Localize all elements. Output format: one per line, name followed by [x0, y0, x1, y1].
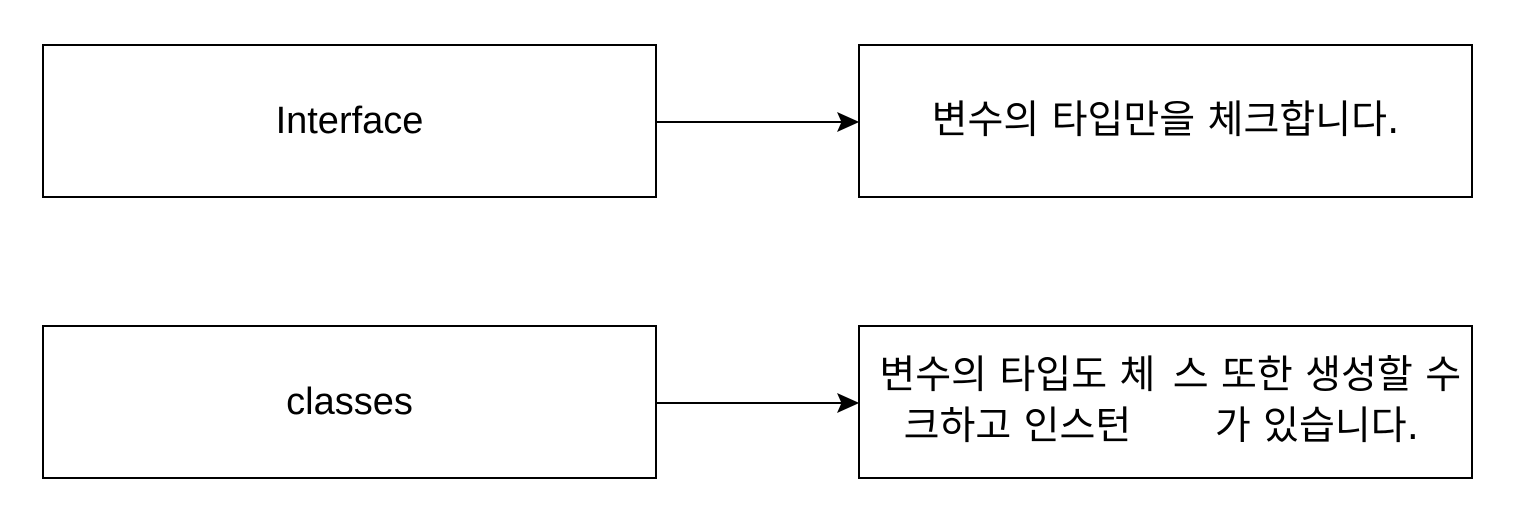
interface-box: Interface: [42, 44, 657, 198]
classes-description-line-2: 스 또한 생성할 수가 있습니다.: [1172, 353, 1462, 449]
arrowhead-icon: [837, 393, 860, 413]
classes-description-box: 변수의 타입도 체크하고 인스턴 스 또한 생성할 수가 있습니다.: [858, 325, 1473, 479]
interface-description-box: 변수의 타입만을 체크합니다.: [858, 44, 1473, 198]
arrowhead-icon: [837, 112, 860, 132]
arrow-classes-to-description: [657, 393, 860, 413]
classes-description-line-1: 변수의 타입도 체크하고 인스턴: [879, 353, 1156, 449]
arrow-interface-to-description: [657, 112, 860, 132]
classes-box: classes: [42, 325, 657, 479]
